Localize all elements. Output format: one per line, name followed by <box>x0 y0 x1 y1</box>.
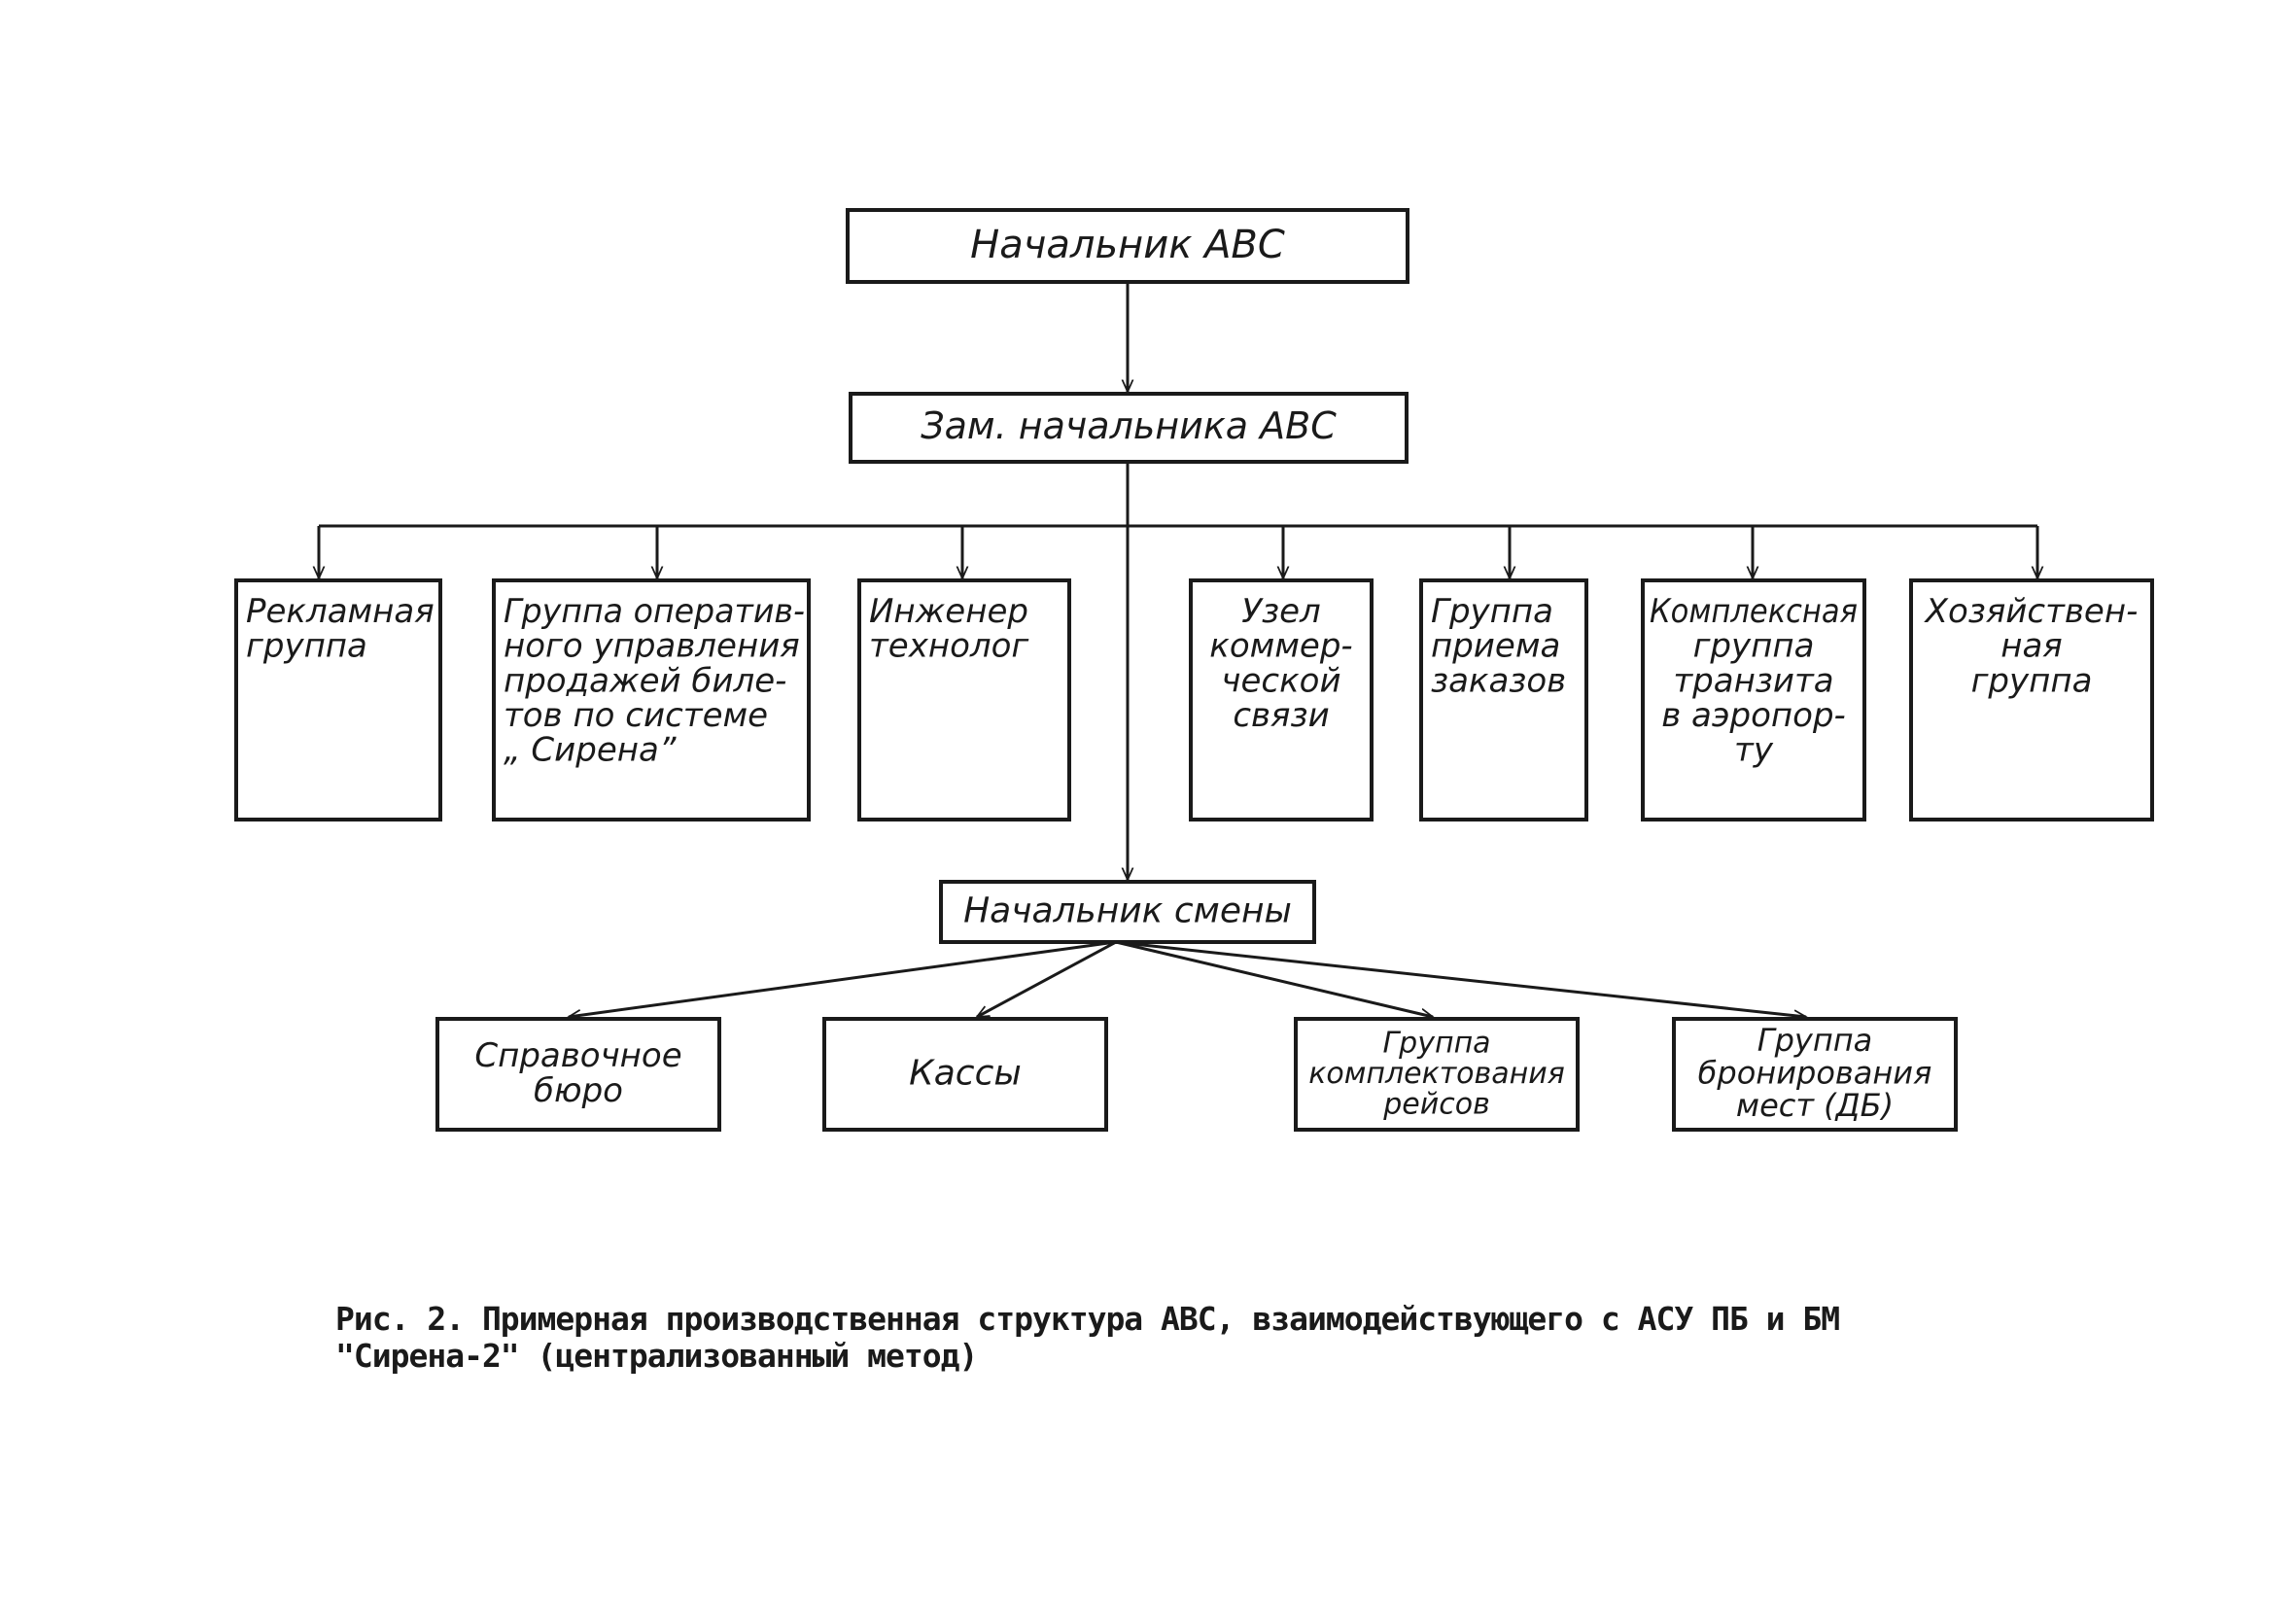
shift-frame <box>939 880 1316 944</box>
booking-label-line-3: мест (ДБ) <box>1736 1087 1894 1124</box>
advert-label-line-2: группа <box>246 627 367 666</box>
flights-label-line-2: комплектования <box>1308 1057 1565 1091</box>
engineer-label-line-2: технолог <box>869 627 1029 666</box>
comms-frame <box>1189 578 1374 821</box>
orders-frame <box>1419 578 1588 821</box>
cash-label-line-1: Кассы <box>909 1054 1022 1094</box>
edge-shift-to-info <box>569 940 1117 1017</box>
flights-label-line-3: рейсов <box>1382 1087 1490 1121</box>
booking-label-line-2: бронирования <box>1698 1054 1932 1091</box>
ops-label-line-2: ного управления <box>504 627 800 666</box>
edge-shift-to-cash <box>977 940 1117 1019</box>
shift-label-line-1: Начальник смены <box>963 891 1292 931</box>
ops-label-line-3: продажей биле- <box>504 661 786 700</box>
deputy-head-box: Зам. начальника АВС <box>849 392 1409 464</box>
household-label-line-3: группа <box>1971 661 2093 700</box>
head-frame <box>846 208 1409 284</box>
ops-label-line-4: тов по системе <box>504 696 768 735</box>
edge-shift-to-booking <box>1115 940 1806 1017</box>
cash-frame <box>822 1017 1108 1132</box>
ticket-offices-box: Кассы <box>822 1017 1108 1132</box>
info-label-line-2: бюро <box>534 1071 623 1110</box>
engineer-label-line-1: Инженер <box>869 592 1028 631</box>
ops-label-line-5: „ Сирена” <box>504 731 677 770</box>
caption-line-2: "Сирена-2" (централизованный метод) <box>335 1337 978 1375</box>
comms-label-line-2: коммер- <box>1209 627 1352 666</box>
transit-label-line-2: группа <box>1693 627 1815 666</box>
deputy-frame <box>849 392 1409 464</box>
flights-label-line-1: Группа <box>1382 1026 1490 1060</box>
flights-frame <box>1294 1017 1580 1132</box>
org-units: Начальник АВС Зам. начальника АВС Рекламна… <box>234 208 2154 1132</box>
advert-frame <box>234 578 442 821</box>
info-label-line-1: Справочное <box>474 1036 681 1075</box>
head-of-avs-box: Начальник АВС <box>846 208 1409 284</box>
comms-label-line-3: ческой <box>1221 661 1340 700</box>
advert-label-line-1: Рекламная <box>246 592 435 631</box>
transit-label-line-3: транзита <box>1673 661 1833 700</box>
household-frame <box>1909 578 2154 821</box>
shift-supervisor-box: Начальник смены <box>939 880 1316 944</box>
caption-line-1: Рис. 2. Примерная производственная струк… <box>335 1300 1840 1338</box>
orders-label-line-1: Группа <box>1431 592 1553 631</box>
household-label-line-1: Хозяйствен- <box>1924 592 2139 631</box>
deputy-label-line-1: Зам. начальника АВС <box>921 404 1337 447</box>
transit-label-line-4: в аэропор- <box>1661 696 1846 735</box>
ops-frame <box>492 578 811 821</box>
transit-label-line-1: Комплексная <box>1650 592 1858 631</box>
info-frame <box>435 1017 721 1132</box>
household-label-line-2: ная <box>2000 627 2063 666</box>
comms-label-line-1: Узел <box>1241 592 1320 631</box>
ops-label-line-1: Группа оператив- <box>504 592 805 631</box>
engineer-frame <box>857 578 1071 821</box>
transit-frame <box>1641 578 1866 821</box>
comms-label-line-4: связи <box>1233 696 1329 735</box>
operational-sales-group-box: Группа оператив-ного управленияпродажей … <box>492 578 811 821</box>
orders-label-line-3: заказов <box>1431 661 1566 700</box>
figure-caption: Рис. 2. Примерная производственная струк… <box>335 1301 2085 1375</box>
connectors <box>319 282 2037 1017</box>
booking-frame <box>1672 1017 1958 1132</box>
transit-label-line-5: ту <box>1734 731 1774 770</box>
head-label-line-1: Начальник АВС <box>970 223 1285 267</box>
orders-label-line-2: приема <box>1431 627 1560 666</box>
booking-label-line-1: Группа <box>1757 1022 1873 1059</box>
edge-shift-to-flights <box>1115 940 1433 1017</box>
